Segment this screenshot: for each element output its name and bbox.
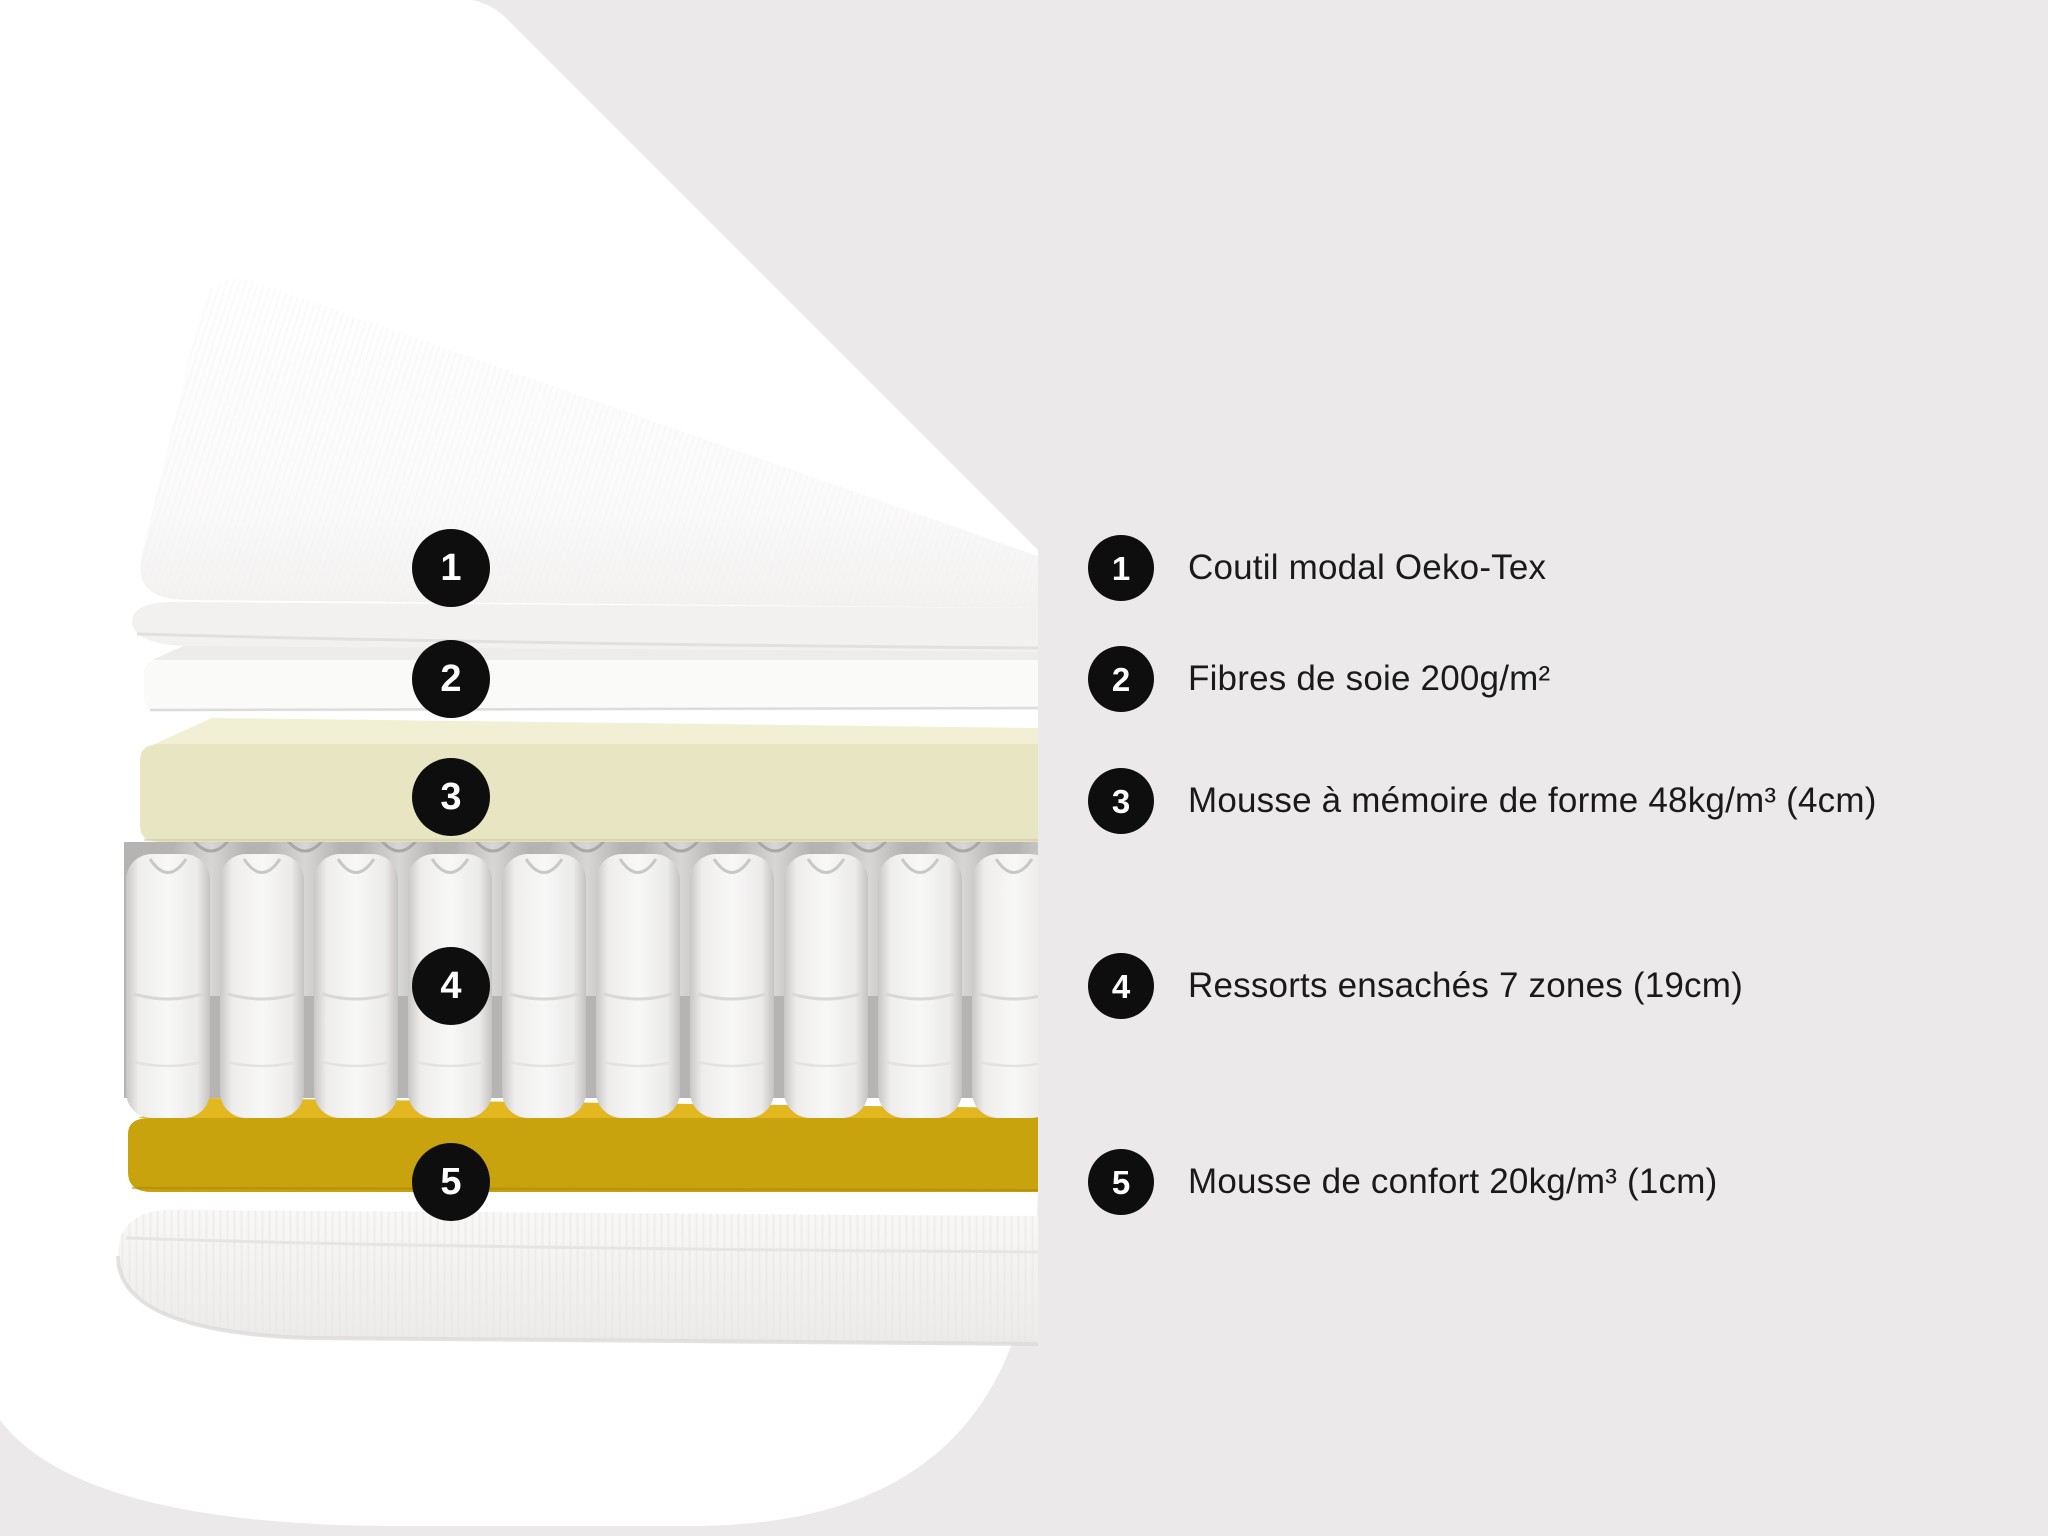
diagram-marker-4: 4 — [412, 947, 490, 1025]
pocket-springs-layer — [124, 834, 1038, 1120]
legend-badge-5-number: 5 — [1111, 1163, 1131, 1201]
legend-badge-3: 3 — [1088, 768, 1154, 834]
legend-badge-5: 5 — [1088, 1149, 1154, 1215]
legend-label-1: Coutil modal Oeko-Tex — [1188, 548, 1547, 587]
legend-label-5: Mousse de confort 20kg/m³ (1cm) — [1188, 1162, 1718, 1201]
legend-badge-3-number: 3 — [1111, 782, 1131, 820]
legend-label-2: Fibres de soie 200g/m² — [1188, 659, 1551, 698]
legend-item-3: 3 Mousse à mémoire de forme 48kg/m³ (4cm… — [1088, 768, 1877, 834]
legend-item-5: 5 Mousse de confort 20kg/m³ (1cm) — [1088, 1149, 1717, 1215]
diagram-marker-1-number: 1 — [440, 547, 462, 589]
diagram-marker-2-number: 2 — [440, 658, 462, 700]
legend-item-4: 4 Ressorts ensachés 7 zones (19cm) — [1088, 953, 1743, 1019]
diagram-marker-5-number: 5 — [440, 1161, 462, 1203]
top-cover-layer — [132, 278, 1039, 652]
legend-badge-2: 2 — [1088, 646, 1154, 712]
legend-badge-4-number: 4 — [1111, 967, 1131, 1005]
legend-label-3: Mousse à mémoire de forme 48kg/m³ (4cm) — [1188, 781, 1877, 820]
legend-badge-4: 4 — [1088, 953, 1154, 1019]
mattress-base-layer — [116, 1209, 1039, 1346]
diagram-marker-3-number: 3 — [440, 776, 462, 818]
legend-item-1: 1 Coutil modal Oeko-Tex — [1088, 535, 1546, 601]
legend-item-2: 2 Fibres de soie 200g/m² — [1088, 646, 1550, 712]
legend-badge-1: 1 — [1088, 535, 1154, 601]
legend-label-4: Ressorts ensachés 7 zones (19cm) — [1188, 966, 1743, 1005]
memory-foam-layer — [140, 718, 1038, 842]
diagram-marker-5: 5 — [412, 1143, 490, 1221]
diagram-marker-3: 3 — [412, 758, 490, 836]
legend-badge-2-number: 2 — [1111, 660, 1131, 698]
diagram-marker-4-number: 4 — [440, 965, 462, 1007]
diagram-marker-1: 1 — [412, 529, 490, 607]
legend-badge-1-number: 1 — [1111, 549, 1131, 587]
diagram-marker-2: 2 — [412, 640, 490, 718]
